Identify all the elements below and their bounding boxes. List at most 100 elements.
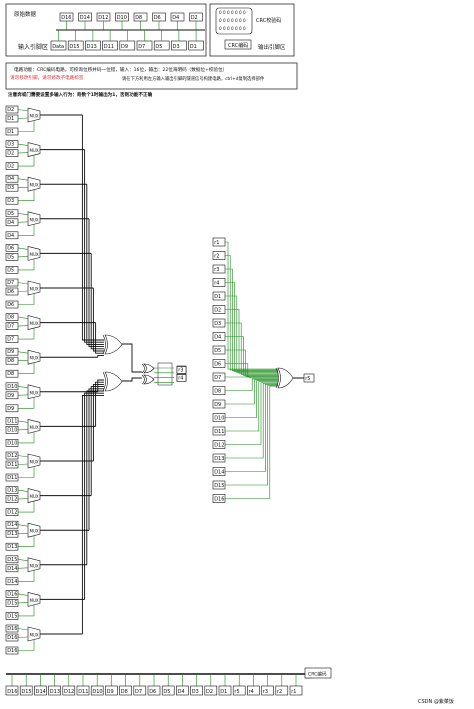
bottom-bus-pin-d9[interactable] bbox=[105, 685, 118, 696]
mux-input-pin-label: D4 bbox=[7, 220, 14, 226]
xor-output-pin-r3[interactable] bbox=[176, 366, 187, 374]
crc-encode-pin-label: CRC编码 bbox=[228, 42, 248, 49]
right-input-pin-d4-label: D4 bbox=[214, 335, 221, 341]
bottom-bus-pin-d13[interactable] bbox=[48, 685, 61, 696]
right-input-wire bbox=[225, 363, 278, 378]
bottom-bus-pin-r1-label: r1 bbox=[291, 689, 296, 695]
mux-select-wire bbox=[18, 224, 35, 236]
right-input-pin-r3-label: r3 bbox=[214, 267, 219, 273]
bottom-bus-pin-d11[interactable] bbox=[76, 685, 90, 696]
mux-wire bbox=[17, 386, 29, 389]
mux-collector-wire bbox=[95, 322, 104, 354]
info-box: 电路功能：CRC编码电路，可校询位移并码一位错，输入：16位，输出：22位海明码… bbox=[5, 62, 298, 90]
bottom-bus-pin-d7-label: D7 bbox=[135, 689, 142, 695]
right-input-pin-d3-label: D3 bbox=[214, 321, 221, 327]
mux-input-pin-label: D15 bbox=[7, 557, 17, 563]
bottom-bus-pin-d8[interactable] bbox=[119, 685, 132, 696]
mux-wire bbox=[17, 221, 29, 223]
right-input-pin-d12-label: D12 bbox=[214, 443, 224, 449]
bottom-bus-pin-d14[interactable] bbox=[34, 685, 47, 696]
bottom-bus-pin-d2[interactable] bbox=[204, 685, 218, 696]
mux bbox=[27, 176, 41, 192]
right-input-wire bbox=[225, 255, 278, 371]
mux-select-wire bbox=[18, 431, 35, 444]
bottom-bus-pin-r4[interactable] bbox=[247, 685, 260, 696]
mux-input-pin-label: D13 bbox=[7, 488, 17, 494]
mux-input-pin-label: D11 bbox=[7, 418, 17, 424]
right-input-pin-d14-label: D14 bbox=[214, 470, 224, 476]
bottom-bus-pin-d10[interactable] bbox=[90, 685, 104, 696]
mux-select-wire bbox=[18, 466, 35, 478]
bottom-bus-pin-d3[interactable] bbox=[190, 685, 203, 696]
bottom-bus-pin-r3[interactable] bbox=[261, 685, 274, 696]
bottom-bus-pin-r5[interactable] bbox=[232, 685, 246, 696]
mux-label: MUX bbox=[30, 183, 39, 188]
mux bbox=[27, 592, 41, 607]
mux-wire bbox=[17, 602, 29, 604]
mux-array: D2D1D1MUXD3D2D2MUXD4D3D3MUXD5D4D4MUXD6D5… bbox=[5, 105, 104, 655]
mux-label: MUX bbox=[30, 390, 39, 395]
mux bbox=[27, 419, 41, 434]
mux-collector-wire bbox=[88, 218, 104, 348]
mux-select-pin-label: D3 bbox=[7, 198, 14, 204]
mux-input-pin-label: D7 bbox=[7, 280, 14, 286]
mux-collector-wire bbox=[84, 149, 104, 343]
mux-wire bbox=[17, 290, 29, 292]
right-input-pin-d13-label: D13 bbox=[214, 456, 224, 462]
mux-input-pin-label: D11 bbox=[7, 462, 17, 468]
bottom-bus-pin-d4[interactable] bbox=[176, 685, 189, 696]
crc-encode-pin[interactable] bbox=[224, 39, 252, 50]
mux-select-wire bbox=[18, 535, 35, 548]
mux-collector-wire bbox=[81, 394, 104, 634]
mux-label: MUX bbox=[30, 460, 39, 465]
bottom-bus-pin-d5[interactable] bbox=[161, 685, 175, 696]
xor-output-pin-r4[interactable] bbox=[176, 374, 187, 382]
bottom-bus-pin-r1[interactable] bbox=[289, 685, 303, 696]
right-output-pin-label: r5 bbox=[305, 376, 310, 382]
bottom-bus-pin-d1[interactable] bbox=[218, 685, 232, 696]
bottom-pin-d7-label: D7 bbox=[138, 44, 145, 50]
mux-select-pin-label: D16 bbox=[7, 648, 17, 654]
mux-input-pin-label: D12 bbox=[7, 453, 17, 459]
mux bbox=[27, 453, 41, 469]
mux-collector-wire bbox=[84, 392, 104, 600]
top-pin-d12-label: D12 bbox=[98, 15, 108, 21]
mux-wire bbox=[17, 636, 29, 638]
mux bbox=[27, 280, 41, 296]
mux-select-wire bbox=[18, 293, 35, 305]
mux-collector-wire bbox=[92, 288, 104, 352]
bottom-bus-pin-d15[interactable] bbox=[19, 685, 33, 696]
bottom-bus-pin-d16[interactable] bbox=[5, 685, 19, 696]
crc-output-tunnel[interactable] bbox=[304, 667, 332, 679]
bottom-pin-data-label: Data bbox=[52, 44, 64, 50]
mux-wire bbox=[17, 351, 29, 354]
right-input-pin-d7-label: D7 bbox=[214, 375, 221, 381]
bottom-bus-pin-d6[interactable] bbox=[147, 685, 161, 696]
mux-collector-wire bbox=[86, 390, 104, 565]
parity-check-circuit: r1r2r3r4D1D2D3D4D5D6D7D8D9D10D11D12D13D1… bbox=[212, 237, 315, 503]
mux-wire bbox=[17, 178, 29, 181]
mux-select-wire bbox=[18, 501, 35, 513]
bottom-pin-d9-label: D9 bbox=[121, 44, 128, 50]
mux bbox=[27, 522, 41, 538]
bottom-bus-pin-d12[interactable] bbox=[62, 685, 76, 696]
warning-text: 请勿移改引脚，请勿修改子电路标签 bbox=[10, 74, 84, 81]
mux-input-pin-label: D5 bbox=[7, 211, 14, 217]
bottom-pin-d1-label: D1 bbox=[190, 44, 197, 50]
right-output-pin[interactable] bbox=[303, 373, 315, 383]
right-input-wire bbox=[225, 282, 278, 373]
bottom-bus-pin-r2[interactable] bbox=[275, 685, 289, 696]
mux-input-pin-label: D16 bbox=[7, 635, 17, 641]
mux-wire bbox=[17, 117, 29, 119]
mux-wire bbox=[17, 489, 29, 492]
bottom-bus-pin-d7[interactable] bbox=[133, 685, 147, 696]
top-pin-d2-label: D2 bbox=[191, 15, 198, 21]
xor-body bbox=[104, 371, 123, 392]
